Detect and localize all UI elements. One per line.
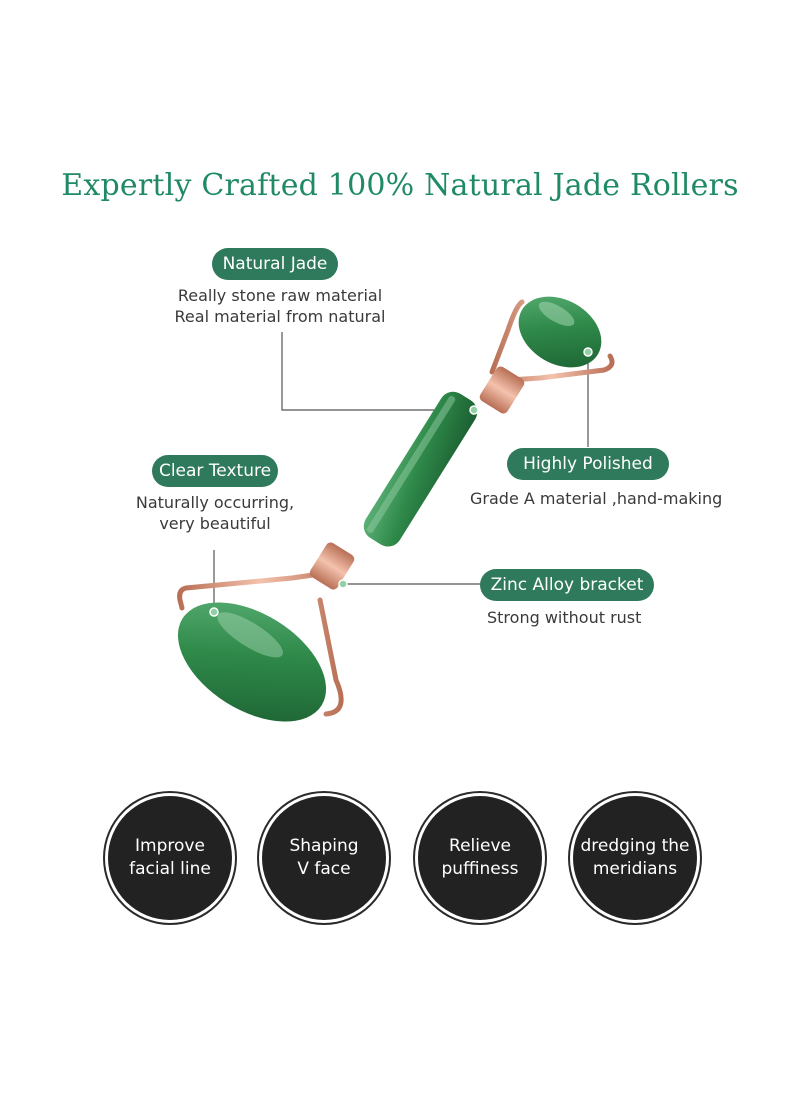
zinc-alloy-description: Strong without rust [487,607,641,628]
benefit-1-line-2: facial line [129,859,211,879]
large-roller-frame [177,571,344,717]
natural-jade-badge: Natural Jade [212,248,338,280]
benefit-1-line-1: Improve [135,836,205,856]
natural-jade-line-2: Real material from natural [174,307,386,326]
benefit-dredging-meridians: dredging the meridians [573,796,697,920]
benefit-3-line-2: puffiness [441,859,519,879]
benefit-2-line-1: Shaping [289,836,359,856]
benefit-4-line-1: dredging the [580,836,690,856]
clear-texture-line-1: Naturally occurring, [135,493,295,512]
highly-polished-description: Grade A material ,hand-making [470,488,722,509]
large-jade-stone [177,602,327,722]
anchor-dots [209,347,593,617]
page-title: Expertly Crafted 100% Natural Jade Rolle… [61,168,739,203]
benefit-improve-facial-line: Improve facial line [108,796,232,920]
connector-natural-jade [281,332,474,411]
anchor-dot-small-stone [583,347,593,357]
clear-texture-badge: Clear Texture [152,455,278,487]
clear-texture-line-2: very beautiful [159,514,271,533]
anchor-dot-large-stone [209,607,219,617]
zinc-alloy-line-1: Strong without rust [487,608,642,627]
top-collar [479,366,525,414]
benefit-2-line-2: V face [297,859,351,879]
bottom-collar [309,542,355,590]
clear-texture-description: Naturally occurring, very beautiful [120,492,310,534]
benefit-shaping-v-face: Shaping V face [262,796,386,920]
natural-jade-line-1: Really stone raw material [177,286,383,305]
benefit-relieve-puffiness: Relieve puffiness [418,796,542,920]
highly-polished-line-1: Grade A material ,hand-making [470,489,723,508]
natural-jade-description: Really stone raw material Real material … [160,285,400,327]
anchor-dot-collar [338,579,348,589]
zinc-alloy-badge: Zinc Alloy bracket [480,569,654,601]
small-jade-stone [518,296,602,368]
jade-handle [363,391,478,547]
highly-polished-badge: Highly Polished [507,448,669,480]
benefit-4-line-2: meridians [592,859,678,879]
anchor-dot-handle [469,405,479,415]
benefit-3-line-1: Relieve [449,836,511,856]
small-roller-frame [489,299,615,383]
